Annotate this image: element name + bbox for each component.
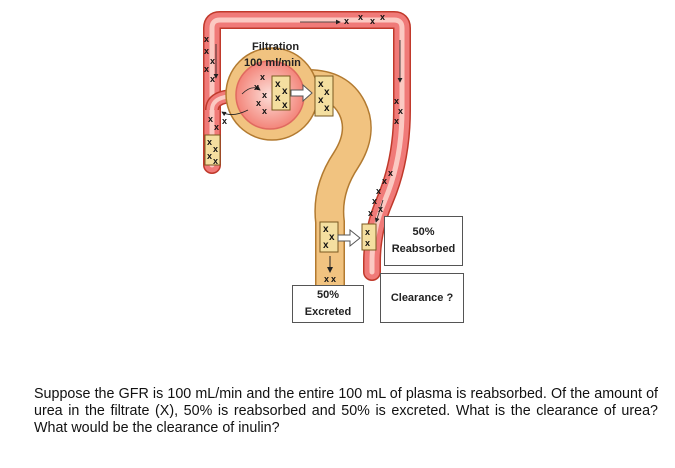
clearance-label: Clearance ?: [390, 291, 454, 304]
svg-text:x: x: [388, 168, 393, 178]
svg-text:x: x: [222, 116, 227, 126]
svg-text:x: x: [324, 274, 329, 284]
svg-text:x: x: [275, 93, 281, 104]
svg-text:x: x: [329, 232, 335, 243]
svg-text:x: x: [344, 16, 349, 26]
svg-text:x: x: [275, 79, 281, 90]
filtration-label: Filtration: [252, 41, 299, 53]
excreted-label: Excreted: [304, 306, 352, 318]
svg-text:x: x: [282, 100, 288, 111]
svg-text:x: x: [204, 64, 209, 74]
tubule-marker-box: x x x x: [314, 75, 334, 117]
svg-text:x: x: [204, 46, 209, 56]
svg-text:x: x: [368, 208, 373, 218]
filtration-arrow: [290, 83, 313, 103]
excreted-box: 50% Excreted: [292, 285, 364, 323]
efferent-flow-arrow: [374, 199, 384, 223]
svg-text:x: x: [323, 224, 329, 235]
distal-marker-box: x x x: [319, 221, 339, 253]
svg-text:x: x: [394, 96, 399, 106]
svg-text:x: x: [331, 274, 336, 284]
svg-text:x: x: [214, 122, 219, 132]
svg-text:x: x: [394, 116, 399, 126]
glomerulus-entry-arrow: [241, 85, 261, 95]
svg-text:x: x: [208, 114, 213, 124]
svg-text:x: x: [262, 90, 267, 100]
question-text: Suppose the GFR is 100 mL/min and the en…: [34, 386, 658, 436]
blood-x-markers: x x x x x x x x x x x x x x x x x x x x …: [204, 12, 403, 284]
reabsorption-arrow: [337, 228, 361, 248]
svg-text:x: x: [324, 87, 330, 98]
svg-text:x: x: [210, 74, 215, 84]
reabsorbed-box: 50% Reabsorbed: [384, 216, 463, 266]
svg-text:x: x: [260, 72, 265, 82]
svg-text:x: x: [210, 56, 215, 66]
clearance-box: Clearance ?: [380, 273, 464, 323]
svg-text:x: x: [282, 86, 288, 97]
afferent-marker-box: x x x x: [204, 134, 221, 166]
svg-text:x: x: [262, 106, 267, 116]
svg-text:x: x: [358, 12, 363, 22]
svg-text:x: x: [378, 204, 383, 214]
svg-text:x: x: [376, 186, 381, 196]
filtrate-marker-box: x x x x: [271, 75, 291, 111]
svg-text:x: x: [398, 106, 403, 116]
svg-text:x: x: [380, 12, 385, 22]
svg-text:x: x: [365, 227, 370, 237]
svg-text:x: x: [204, 34, 209, 44]
svg-text:x: x: [365, 238, 370, 248]
nephron-diagram: x x x x x x x x x x x x x x x x x: [203, 11, 411, 285]
svg-text:x: x: [318, 95, 324, 106]
glomerulus-exit-arrow: [221, 109, 249, 117]
reabsorbed-percent: 50%: [412, 226, 435, 238]
svg-text:x: x: [213, 156, 218, 166]
svg-text:x: x: [382, 176, 387, 186]
excreted-percent: 50%: [316, 289, 340, 301]
svg-text:x: x: [324, 103, 330, 114]
svg-text:x: x: [254, 82, 259, 92]
svg-text:x: x: [372, 196, 377, 206]
svg-text:x: x: [318, 79, 324, 90]
svg-text:x: x: [207, 137, 212, 147]
svg-text:x: x: [370, 16, 375, 26]
svg-text:x: x: [323, 240, 329, 251]
svg-text:x: x: [207, 151, 212, 161]
reabsorbed-marker-box: x x: [361, 223, 377, 251]
svg-text:x: x: [213, 144, 218, 154]
svg-text:x: x: [256, 98, 261, 108]
filtration-rate: 100 ml/min: [244, 57, 301, 69]
reabsorbed-label: Reabsorbed: [391, 243, 456, 255]
